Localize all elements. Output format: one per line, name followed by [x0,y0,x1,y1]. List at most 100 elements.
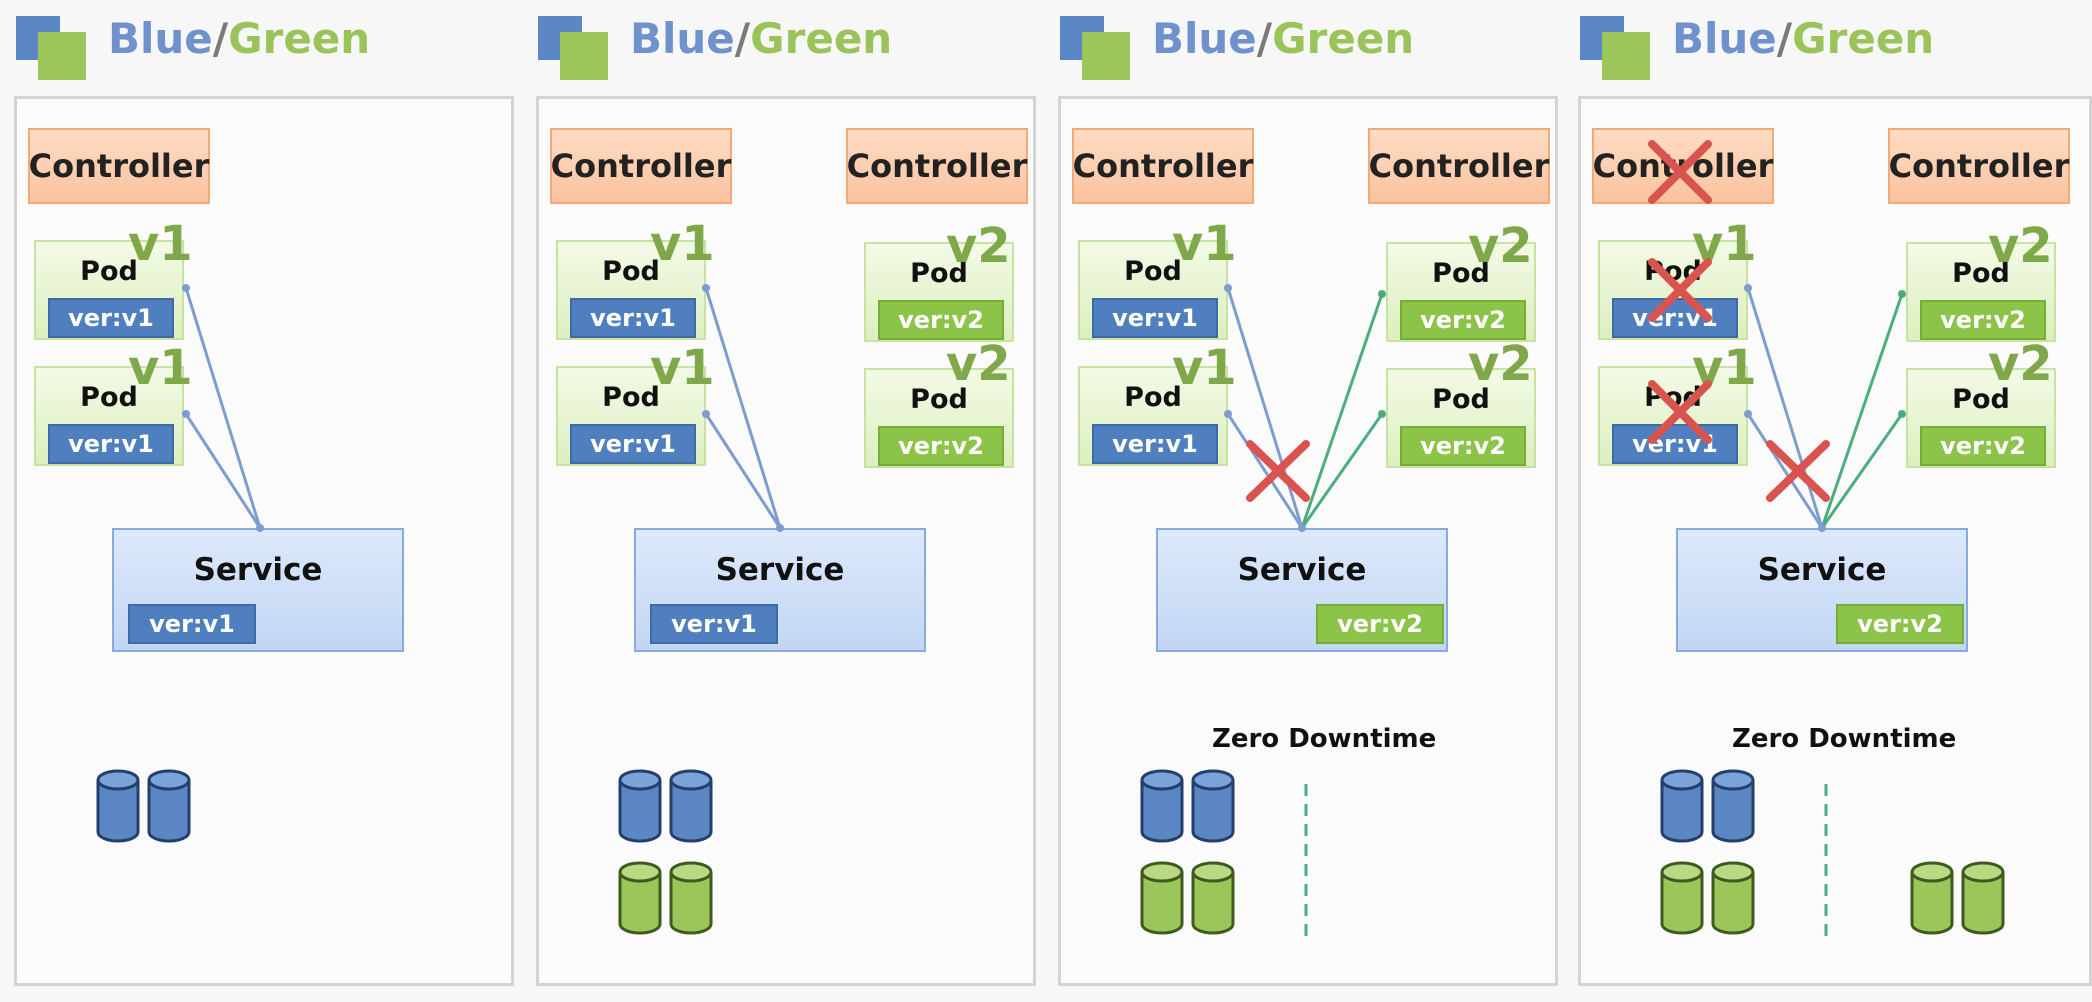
connector-dot [1298,524,1306,532]
service-box: Service ver:v2 [1156,528,1448,652]
pod-version-badge: ver:v1 [48,424,174,464]
pod-label: Pod [910,258,968,289]
pod-version-badge: ver:v1 [1092,424,1218,464]
connector-lines [182,284,264,532]
pod-version-badge: ver:v2 [1920,426,2046,466]
controller-v2: Controller [1368,128,1550,204]
connector-dot [1898,290,1906,298]
version-tag: v1 [650,340,715,396]
title-blue: Blue [1672,14,1777,63]
title-slash: / [212,14,229,63]
version-tag: v1 [1692,216,1757,272]
green-square-icon [1082,32,1130,80]
connector-dot [1898,410,1906,418]
version-tag: v2 [1988,218,2053,274]
pod-version-badge: ver:v1 [570,298,696,338]
blue-database-icon [1711,769,1755,843]
service-label: Service [193,552,323,588]
zero-downtime-label: Zero Downtime [1732,724,1957,754]
pod-label: Pod [80,256,138,287]
panel-title: Blue/Green [522,0,1032,90]
green-database-icon [1191,861,1235,935]
version-tag: v2 [946,336,1011,392]
panel-2: Blue/Green Controller Controller Pod ver… [522,0,1036,1002]
cross-icon [1246,440,1310,502]
connector-line [1820,293,1904,529]
version-tag: v1 [650,216,715,272]
service-box: Service ver:v1 [634,528,926,652]
connector-line [184,413,262,529]
title-green: Green [1272,14,1415,63]
green-square-icon [1602,32,1650,80]
connector-dot [702,284,710,292]
green-database-icon [669,861,713,935]
panel-title: Blue/Green [1564,0,2074,90]
panel-3: Blue/Green Controller Controller Pod ver… [1044,0,1558,1002]
connector-dot [776,524,784,532]
service-label: Service [1237,552,1367,588]
title-blue: Blue [1152,14,1257,63]
service-box: Service ver:v1 [112,528,404,652]
version-tag: v1 [1172,216,1237,272]
controller-v1: Controller [1072,128,1254,204]
service-label: Service [1757,552,1887,588]
pod-version-badge: ver:v2 [1400,300,1526,340]
connector-line [1226,287,1304,529]
green-database-icon [1910,861,1954,935]
service-version-badge: ver:v2 [1836,604,1964,644]
service-version-badge: ver:v1 [650,604,778,644]
pod-version-badge: ver:v2 [1400,426,1526,466]
title-slash: / [1256,14,1273,63]
version-tag: v1 [128,216,193,272]
pod-v1-b: Pod ver:v1 [34,366,184,466]
connector-dot [182,410,190,418]
green-database-icon [1711,861,1755,935]
connector-line [1300,293,1384,529]
pod-v2-b: Pod ver:v2 [864,368,1014,468]
blue-database-icon [618,769,662,843]
pod-label: Pod [80,382,138,413]
connector-dot [1378,410,1386,418]
pod-version-badge: ver:v1 [570,424,696,464]
title-blue: Blue [630,14,735,63]
pod-label: Pod [602,256,660,287]
pod-version-badge: ver:v2 [878,426,1004,466]
pod-label: Pod [1432,384,1490,415]
database-icons [1140,769,1308,938]
blue-database-icon [1140,769,1184,843]
connector-dot [1378,290,1386,298]
version-tag: v2 [1468,218,1533,274]
pod-v2-a: Pod ver:v2 [1906,242,2056,342]
green-square-icon [38,32,86,80]
version-tag: v1 [128,340,193,396]
connector-line [1226,413,1304,529]
pod-v1-a: Pod ver:v1 [556,240,706,340]
blue-database-icon [1660,769,1704,843]
pod-label: Pod [602,382,660,413]
pod-v1-b: Pod ver:v1 [556,366,706,466]
title-green: Green [1792,14,1935,63]
panel-4: Blue/Green Controller Controller Pod ver… [1564,0,2092,1002]
cross-icon [1766,440,1830,502]
connector-line [704,287,782,529]
controller-v1: Controller [28,128,210,204]
controller-v2: Controller [846,128,1028,204]
pod-label: Pod [1952,258,2010,289]
zero-downtime-label: Zero Downtime [1212,724,1437,754]
version-tag: v2 [1468,336,1533,392]
pod-label: Pod [1124,256,1182,287]
connector-dot [1818,524,1826,532]
service-version-badge: ver:v1 [128,604,256,644]
connector-line [1300,413,1384,529]
connector-dot [1224,410,1232,418]
database-icons [96,769,191,843]
green-database-icon [1140,861,1184,935]
pod-version-badge: ver:v1 [48,298,174,338]
pod-label: Pod [1124,382,1182,413]
pod-version-badge: ver:v1 [1612,424,1738,464]
connector-line [1820,413,1904,529]
version-tag: v2 [1988,336,2053,392]
green-database-icon [1660,861,1704,935]
connector-lines [1224,284,1386,532]
connector-dot [182,284,190,292]
